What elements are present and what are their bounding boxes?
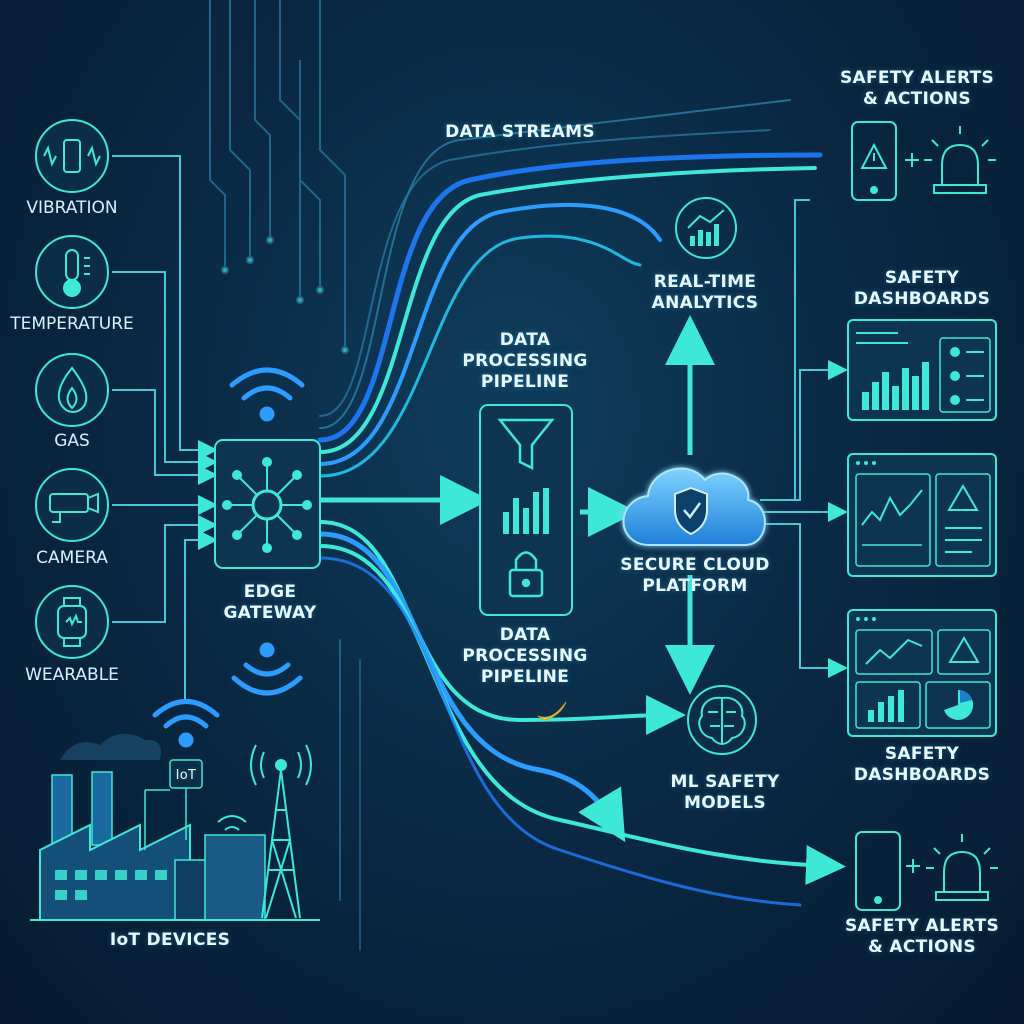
data-streams-label: DATA STREAMS: [445, 122, 595, 142]
sensor-connectors: [112, 155, 218, 700]
alerts-bottom-line2: & ACTIONS: [868, 937, 976, 957]
smartwatch-icon: [57, 597, 87, 647]
iot-tag: IoT: [175, 768, 197, 783]
bar-chart-icon: [503, 488, 549, 534]
dashboard-panel: [847, 609, 997, 737]
dashboards-bottom-line2: DASHBOARDS: [853, 765, 991, 785]
wifi-icon: [229, 367, 305, 422]
plus-icon: [905, 153, 919, 167]
edge-gateway-line2: GATEWAY: [223, 603, 317, 623]
siren-icon: [926, 834, 998, 901]
pipeline-bottom-line3: PIPELINE: [480, 667, 570, 687]
alerts-top-line2: & ACTIONS: [863, 89, 971, 109]
funnel-icon: [497, 418, 555, 471]
cloud-line2: PLATFORM: [642, 576, 748, 596]
ml-label: ML SAFETY MODELS: [650, 772, 800, 814]
phone-alert-icon: [855, 831, 901, 911]
flame-icon: [57, 366, 88, 413]
pipeline-bottom-line2: PROCESSING: [462, 646, 588, 666]
banana-icon: [537, 701, 567, 721]
pipeline-bottom-label: DATA PROCESSING PIPELINE: [450, 625, 600, 688]
dashboard-panel: [847, 453, 997, 577]
alerts-bottom-label: SAFETY ALERTS & ACTIONS: [835, 916, 1009, 958]
cell-tower-icon: [250, 744, 312, 919]
cloud-flow-arrows: [580, 315, 715, 695]
cloud-line1: SECURE CLOUD: [620, 555, 770, 575]
factory-icon: [30, 733, 320, 921]
dashboards-top-line2: DASHBOARDS: [853, 289, 991, 309]
ml-line2: MODELS: [684, 793, 766, 813]
sensor-label-camera: CAMERA: [36, 548, 108, 568]
edge-gateway-line1: EDGE: [243, 582, 297, 602]
wifi-icon: [152, 699, 220, 748]
plus-icon: [906, 859, 920, 873]
shield-icon: [674, 486, 708, 536]
analytics-icon: [675, 197, 737, 259]
pipeline-top-label: DATA PROCESSING PIPELINE: [450, 330, 600, 393]
pipeline-top-line2: PROCESSING: [462, 351, 588, 371]
siren-icon: [924, 126, 996, 194]
sensor-label-gas: GAS: [54, 431, 90, 451]
pipeline-top-line3: PIPELINE: [480, 372, 570, 392]
wifi-icon: [231, 642, 303, 696]
vibration-icon: [43, 139, 101, 173]
pipeline-top-line1: DATA: [499, 330, 551, 350]
sensor-label-temperature: TEMPERATURE: [10, 314, 134, 334]
brain-icon: [687, 685, 757, 755]
cloud-icon: [622, 467, 766, 546]
alerts-top-line1: SAFETY ALERTS: [839, 68, 995, 88]
analytics-label: REAL-TIME ANALYTICS: [630, 272, 780, 314]
ml-line1: ML SAFETY: [670, 772, 780, 792]
cloud-label: SECURE CLOUD PLATFORM: [610, 555, 780, 597]
alerts-top-label: SAFETY ALERTS & ACTIONS: [830, 68, 1004, 110]
sensor-label-wearable: WEARABLE: [25, 665, 119, 685]
circuit-traces: [209, 0, 349, 354]
iot-devices-label: IoT DEVICES: [109, 930, 231, 950]
dashboards-bottom-label: SAFETY DASHBOARDS: [840, 744, 1004, 786]
pipeline-bottom-line1: DATA: [499, 625, 551, 645]
dashboard-connectors: [760, 199, 848, 678]
dashboards-top-line1: SAFETY: [884, 268, 960, 288]
phone-alert-icon: [851, 121, 897, 201]
alerts-bottom-line1: SAFETY ALERTS: [844, 916, 1000, 936]
lock-icon: [508, 551, 544, 598]
thermometer-icon: [63, 249, 90, 297]
data-stream-lines: [317, 99, 846, 951]
analytics-line1: REAL-TIME: [653, 272, 757, 292]
analytics-line2: ANALYTICS: [651, 293, 759, 313]
camera-icon: [49, 492, 99, 523]
pipeline-panel: [479, 404, 573, 616]
dashboard-panel: [847, 319, 997, 421]
dashboards-top-label: SAFETY DASHBOARDS: [840, 268, 1004, 310]
edge-gateway-label: EDGE GATEWAY: [200, 582, 340, 624]
dashboards-bottom-line1: SAFETY: [884, 744, 960, 764]
sensor-label-vibration: VIBRATION: [26, 198, 118, 218]
edge-gateway-icon: [214, 439, 321, 569]
